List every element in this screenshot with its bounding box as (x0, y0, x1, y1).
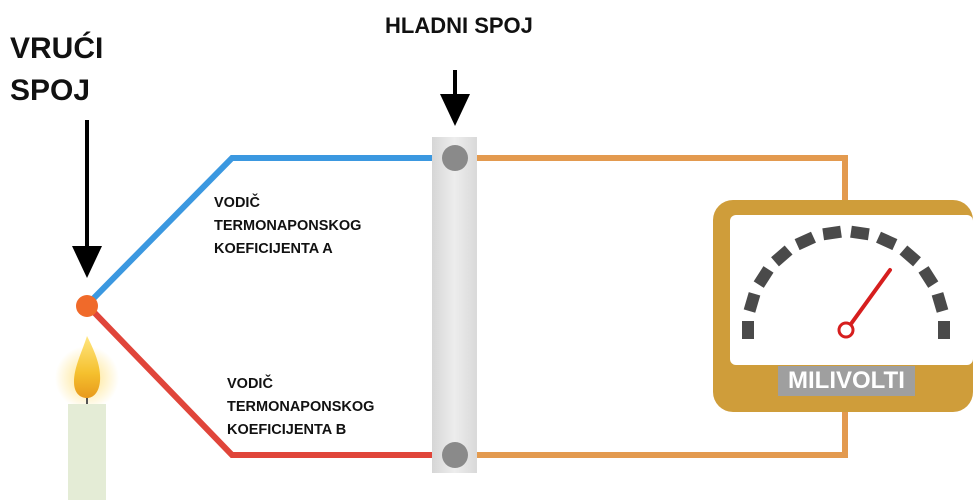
meter-tick (918, 266, 939, 288)
wire-b-label-line: KOEFICIJENTA B (227, 422, 347, 438)
arrow-down-icon (72, 120, 102, 278)
candle-icon (55, 336, 119, 500)
wire-a-label-line: KOEFICIJENTA A (214, 241, 333, 257)
wire-b (84, 302, 455, 458)
meter-tick (743, 292, 761, 313)
cold-junction-label: HLADNI SPOJ (385, 13, 533, 38)
candle-body (68, 404, 106, 500)
millivoltmeter-icon (713, 200, 973, 412)
meter-tick (753, 266, 774, 288)
hot-junction-label-line: SPOJ (10, 74, 91, 107)
meter-tick (794, 231, 816, 251)
terminal-block (432, 137, 477, 473)
meter-needle (846, 268, 892, 330)
hot-junction-label-line: VRUĆI (10, 32, 104, 65)
wire-a-label: VODIČ TERMONAPONSKOG KOEFICIJENTA A (214, 192, 361, 261)
meter-tick (742, 321, 754, 339)
meter-tick (850, 225, 870, 241)
wire-a (84, 155, 455, 308)
meter-tick (876, 231, 898, 251)
meter-tick (771, 245, 793, 267)
copper-wire-bottom (455, 410, 848, 458)
meter-label: MILIVOLTI (778, 366, 915, 396)
copper-wire-top (455, 155, 848, 205)
meter-pivot (837, 321, 855, 339)
wire-b-label-line: TERMONAPONSKOG (227, 399, 375, 415)
meter-tick (931, 292, 949, 313)
wire-b-label-line: VODIČ (227, 376, 273, 392)
meter-tick (938, 321, 950, 339)
hot-junction-dot (76, 295, 98, 317)
wire-b-label: VODIČ TERMONAPONSKOG KOEFICIJENTA B (227, 373, 374, 442)
meter-scale (742, 225, 950, 339)
wire-a-label-line: TERMONAPONSKOG (214, 218, 362, 234)
terminal-screw-bottom (442, 442, 468, 468)
terminal-screw-top (442, 145, 468, 171)
meter-tick (822, 225, 842, 241)
wire-a-label-line: VODIČ (214, 195, 260, 211)
arrow-down-icon (440, 70, 470, 126)
flame-icon (74, 336, 101, 398)
hot-junction-label: VRUĆI SPOJ (10, 28, 103, 112)
meter-tick (899, 245, 921, 267)
